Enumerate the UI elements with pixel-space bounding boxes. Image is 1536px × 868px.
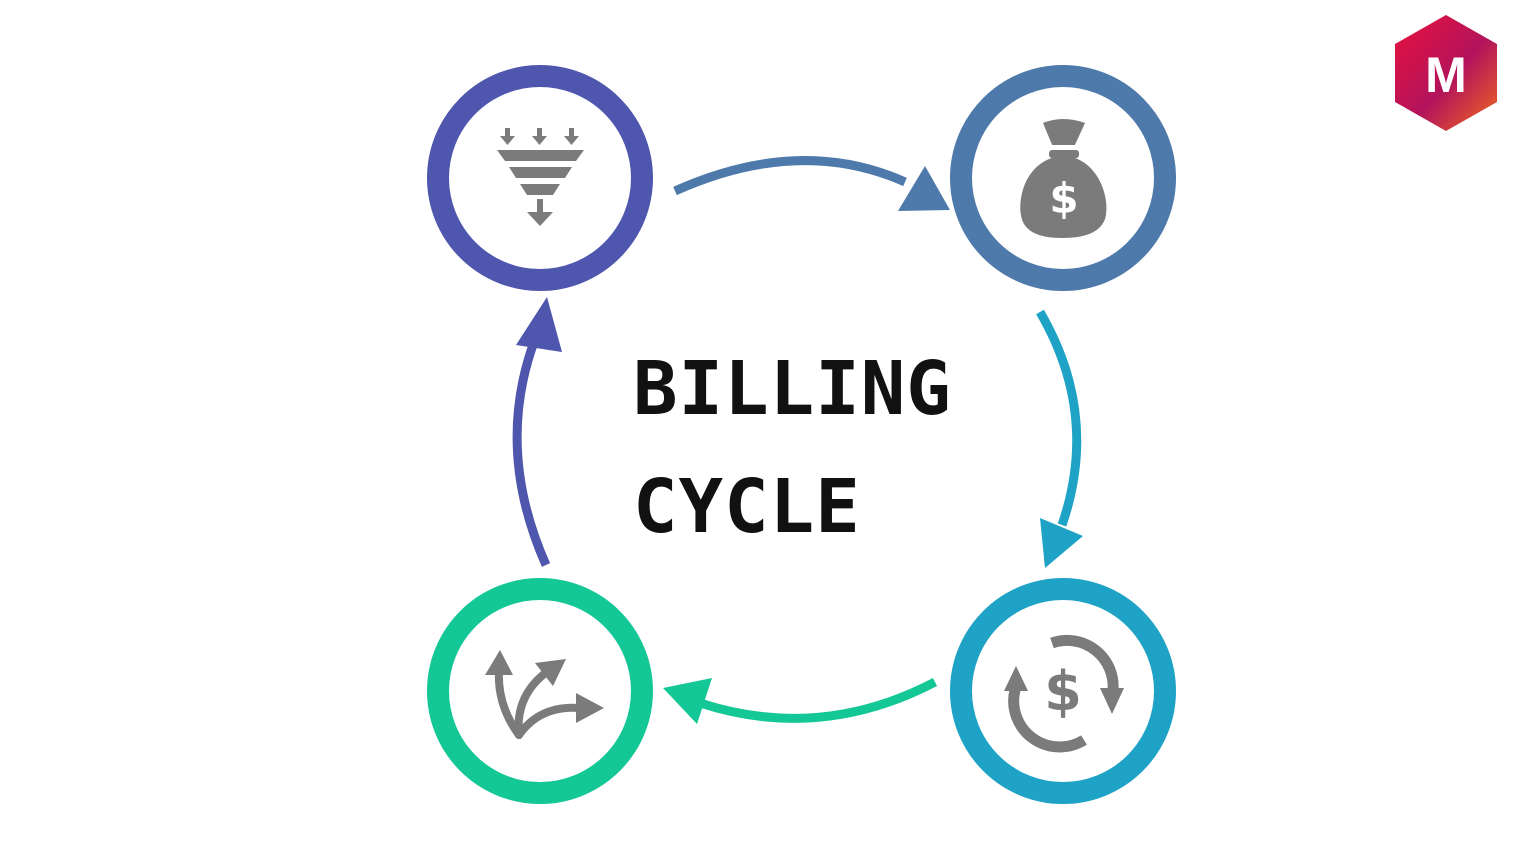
connector-bottom (663, 678, 938, 724)
title-cycle: CYCLE (633, 464, 861, 550)
funnel-icon (497, 128, 584, 226)
logo-hexagon (1395, 15, 1497, 131)
money-bag-icon: $ (1020, 119, 1107, 238)
split-arrows-icon (485, 650, 604, 739)
cycle-dollar-sign: $ (1044, 660, 1082, 723)
connector-top (673, 156, 950, 211)
title-billing: BILLING (633, 346, 952, 432)
node-ring-bottom-left (427, 578, 653, 804)
connector-left (512, 297, 562, 567)
logo-letter: M (1425, 47, 1467, 103)
connector-right (1036, 309, 1083, 568)
dollar-cycle-icon: $ (1004, 634, 1124, 753)
m-logo: M (1395, 15, 1497, 131)
money-bag-dollar-sign: $ (1049, 174, 1078, 223)
node-ring-bottom-right (950, 578, 1176, 804)
